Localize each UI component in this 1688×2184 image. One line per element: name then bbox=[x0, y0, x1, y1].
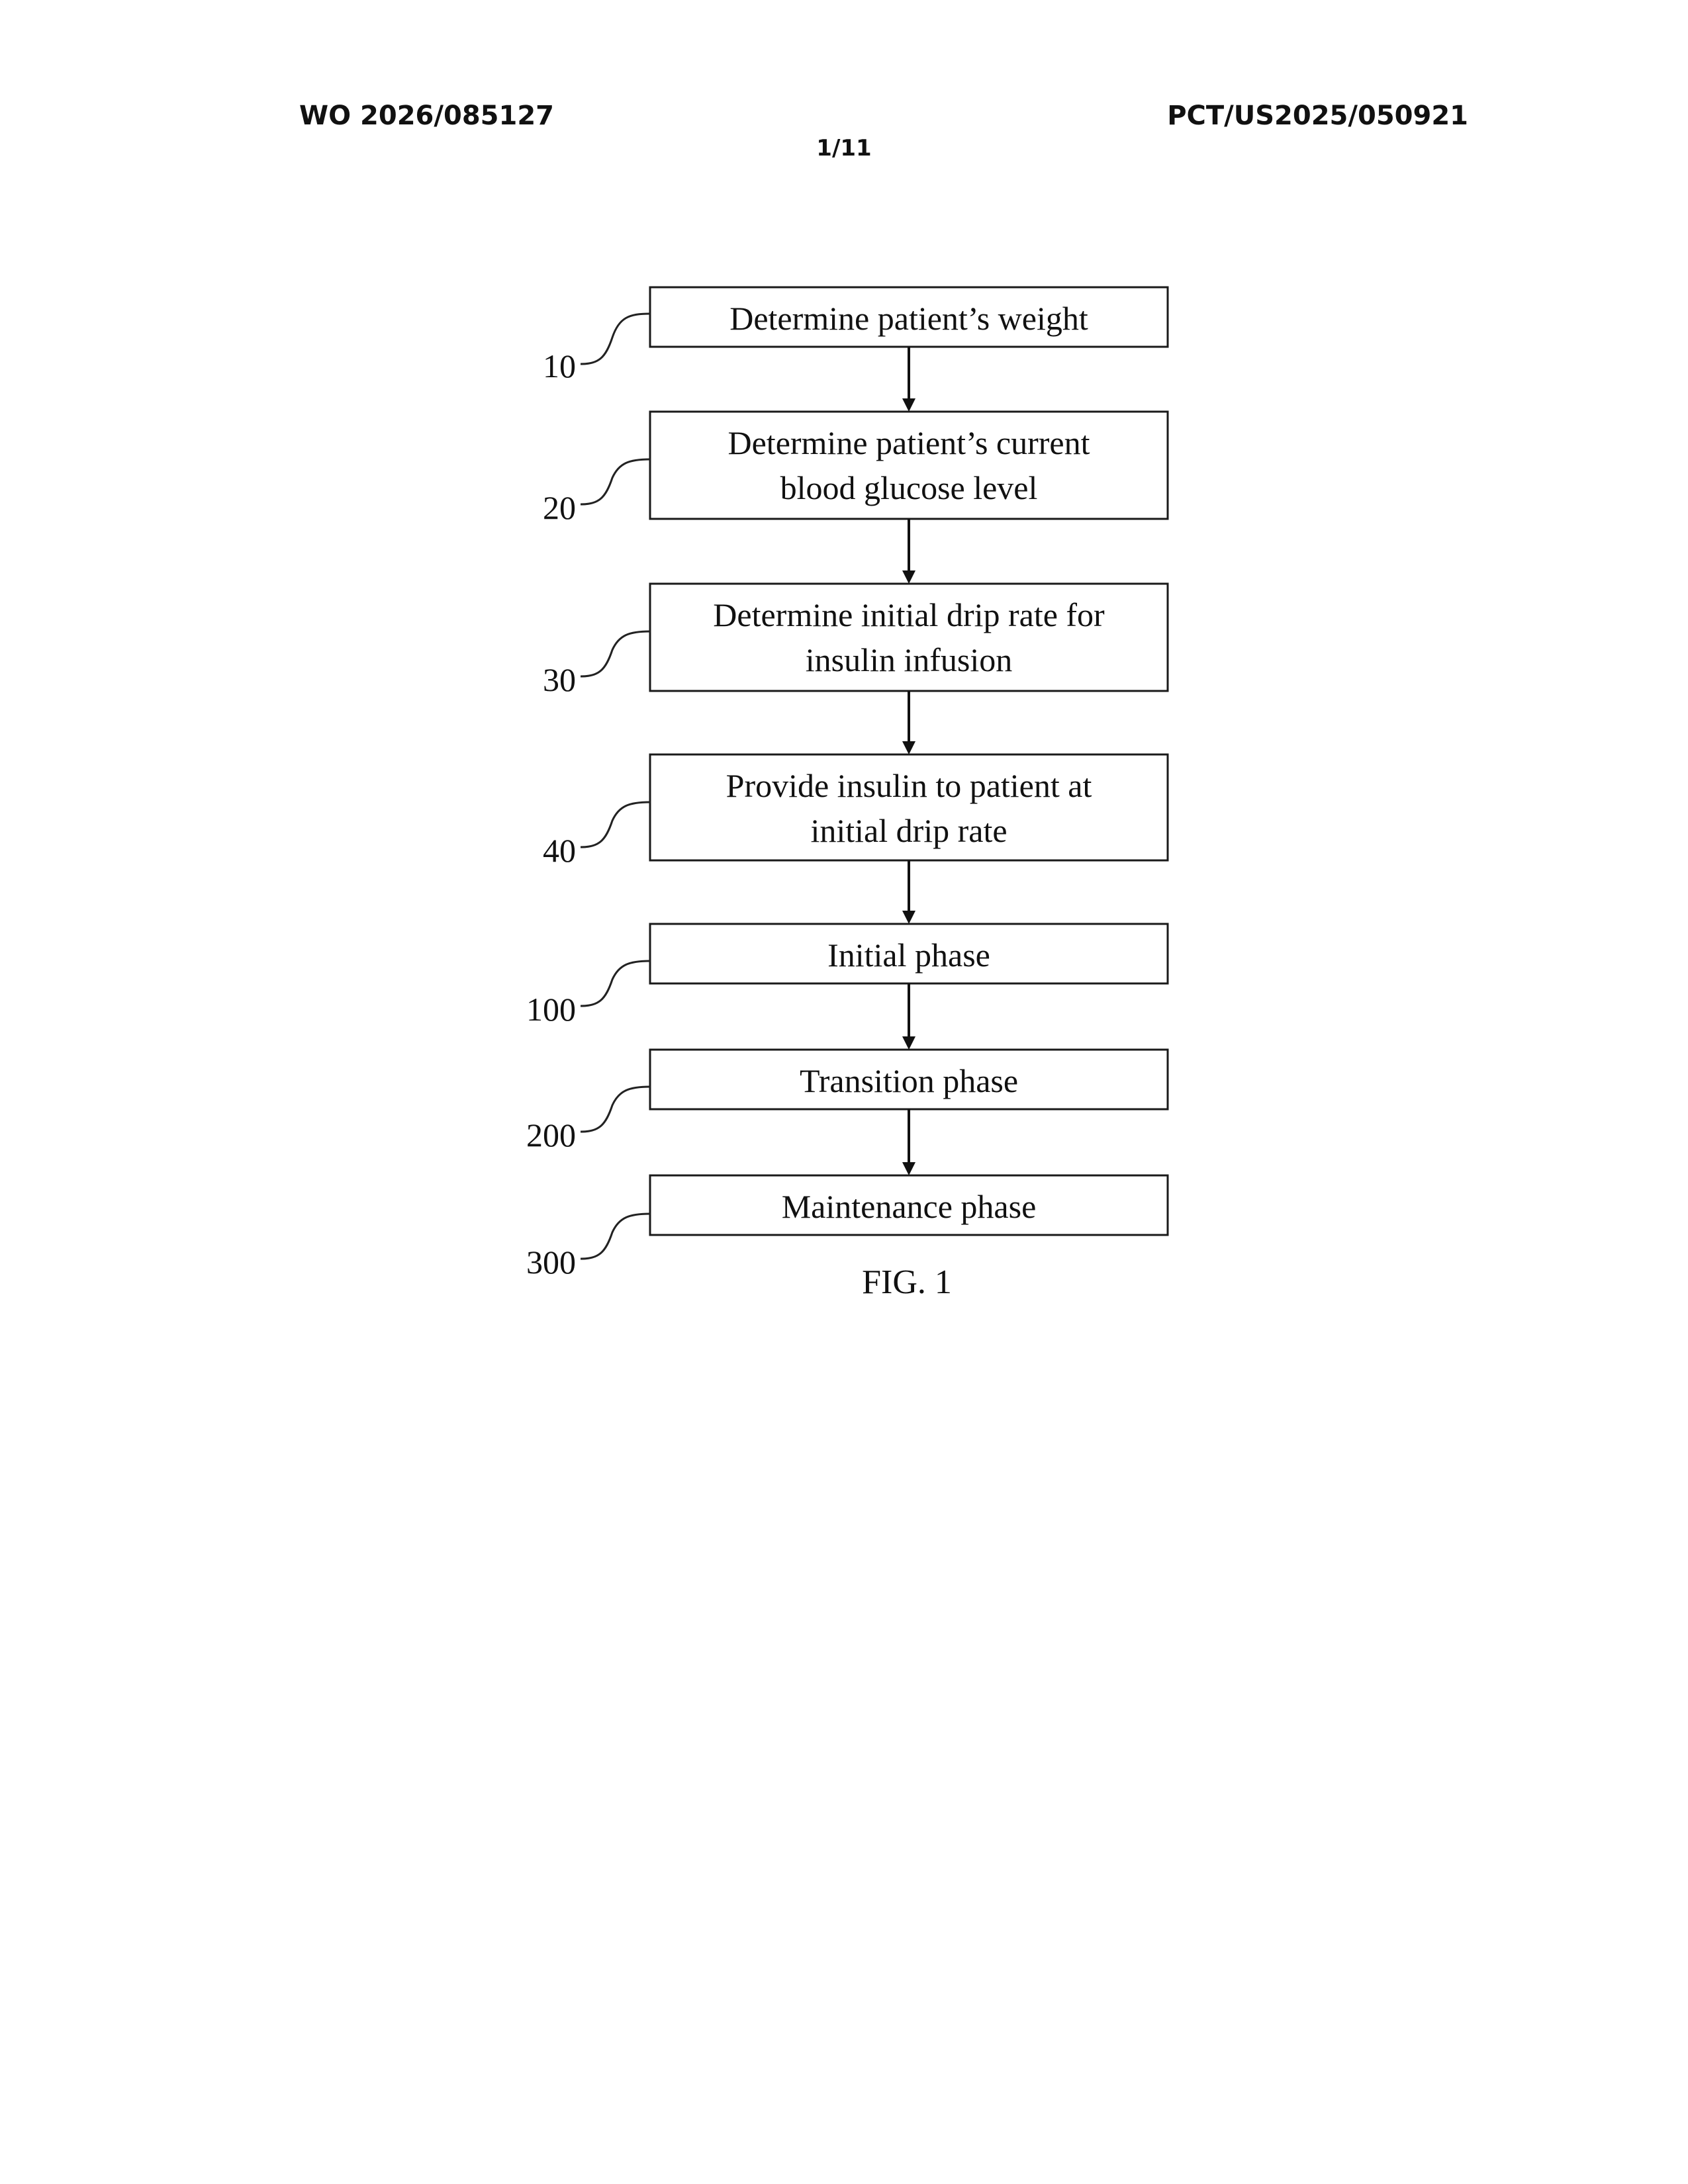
reference-leader-line bbox=[581, 459, 650, 504]
step-text: Transition phase bbox=[800, 1062, 1018, 1099]
reference-leader-line bbox=[581, 1214, 650, 1259]
flow-step-30: Determine initial drip rate for insulin … bbox=[543, 584, 1168, 698]
reference-numeral: 40 bbox=[543, 832, 576, 869]
flow-arrow bbox=[902, 691, 915, 754]
flow-arrow bbox=[902, 983, 915, 1050]
flow-step-20: Determine patient’s current blood glucos… bbox=[543, 412, 1168, 526]
reference-numeral: 200 bbox=[526, 1116, 576, 1154]
figure-caption: FIG. 1 bbox=[862, 1263, 952, 1301]
step-text-line-1: Determine initial drip rate for bbox=[713, 596, 1105, 633]
step-text: Maintenance phase bbox=[782, 1188, 1037, 1225]
flow-step-100: Initial phase 100 bbox=[526, 924, 1168, 1028]
step-text-line-2: insulin infusion bbox=[806, 641, 1013, 678]
reference-numeral: 20 bbox=[543, 489, 576, 526]
step-text-line-2: initial drip rate bbox=[810, 812, 1007, 849]
step-text: Initial phase bbox=[827, 936, 990, 974]
flow-step-40: Provide insulin to patient at initial dr… bbox=[543, 754, 1168, 869]
step-text-line-1: Determine patient’s current bbox=[728, 424, 1090, 461]
reference-numeral: 10 bbox=[543, 347, 576, 385]
step-text: Determine patient’s weight bbox=[729, 300, 1088, 337]
step-text-line-1: Provide insulin to patient at bbox=[726, 767, 1092, 804]
flow-arrow bbox=[902, 347, 915, 412]
reference-leader-line bbox=[581, 631, 650, 676]
step-text-line-2: blood glucose level bbox=[780, 469, 1038, 506]
reference-numeral: 30 bbox=[543, 661, 576, 698]
flow-step-300: Maintenance phase 300 bbox=[526, 1175, 1168, 1281]
flow-arrow bbox=[902, 1109, 915, 1175]
flow-step-10: Determine patient’s weight 10 bbox=[543, 287, 1168, 385]
reference-leader-line bbox=[581, 961, 650, 1006]
flow-arrow bbox=[902, 519, 915, 584]
reference-leader-line bbox=[581, 802, 650, 847]
flow-arrow bbox=[902, 860, 915, 924]
reference-numeral: 100 bbox=[526, 991, 576, 1028]
reference-numeral: 300 bbox=[526, 1244, 576, 1281]
flow-step-200: Transition phase 200 bbox=[526, 1050, 1168, 1154]
reference-leader-line bbox=[581, 314, 650, 364]
reference-leader-line bbox=[581, 1087, 650, 1132]
